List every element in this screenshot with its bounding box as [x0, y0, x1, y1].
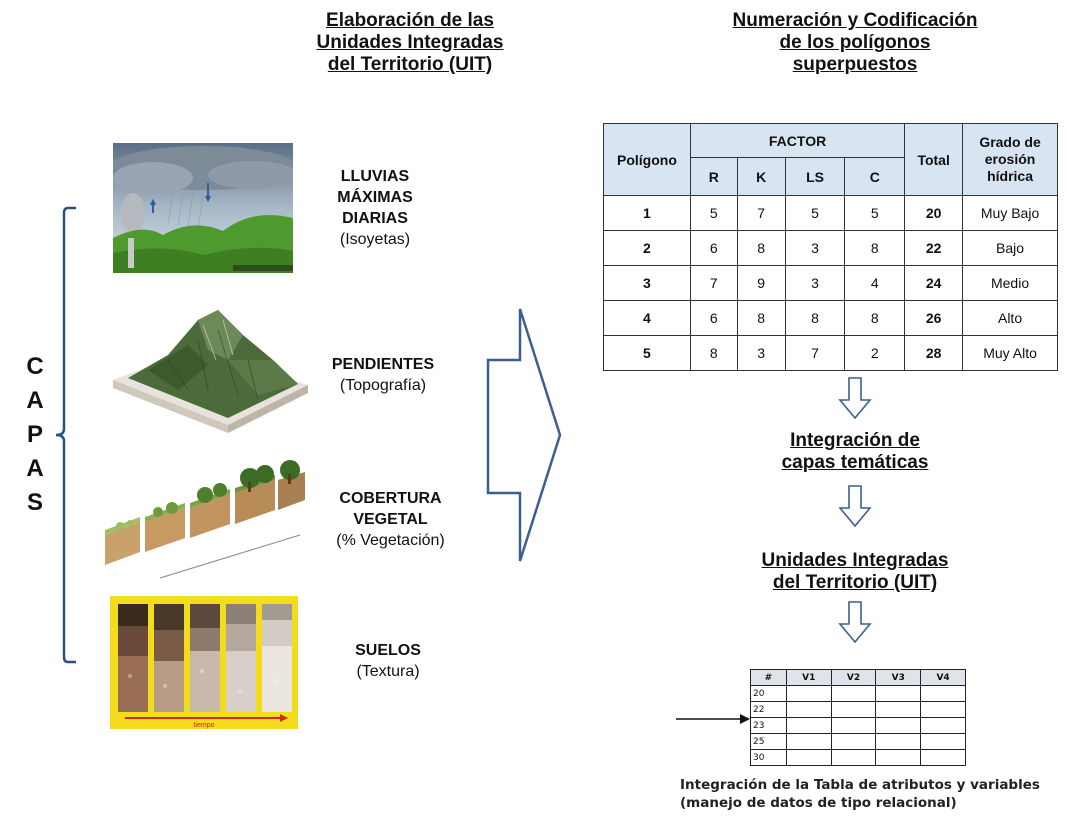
table-row: 5 8 3 7 2 28 Muy Alto — [603, 335, 1058, 371]
header-factor-ls: LS — [784, 157, 846, 196]
layer-sub: (Isoyetas) — [339, 231, 411, 248]
layer-name: LLUVIAS — [340, 168, 410, 185]
table-row: 20 — [750, 685, 966, 702]
table-row: 4 6 8 8 8 26 Alto — [603, 300, 1058, 336]
attr-header: V2 — [830, 669, 877, 686]
table-row: 30 — [750, 749, 966, 766]
layer-sub: (Topografía) — [339, 377, 427, 394]
header-factor: FACTOR — [689, 123, 906, 158]
attr-header: V1 — [785, 669, 832, 686]
table-row: 2 6 8 3 8 22 Bajo — [603, 230, 1058, 266]
table-row: 22 — [750, 701, 966, 718]
layer-sub: (Textura) — [356, 663, 420, 680]
down-arrow-1 — [838, 377, 872, 420]
layer-name: SUELOS — [355, 642, 421, 659]
layer-name: MÁXIMAS — [337, 189, 413, 206]
attr-header: V4 — [920, 669, 966, 686]
big-right-arrow — [486, 308, 562, 562]
table-row: 3 7 9 3 4 24 Medio — [603, 265, 1058, 301]
attribute-caption: Integración de la Tabla de atributos y v… — [680, 777, 1040, 811]
header-poligono: Polígono — [603, 123, 691, 196]
left-title: Elaboración de las Unidades Integradas d… — [316, 10, 504, 75]
header-factor-c: C — [844, 157, 906, 196]
capas-label: C A P A S — [20, 350, 50, 520]
capas-letter: S — [26, 489, 43, 516]
table-row: 23 — [750, 717, 966, 734]
header-factor-r: R — [689, 157, 738, 196]
attribute-table: # V1 V2 V3 V4 20 22 23 25 30 — [750, 669, 966, 766]
layer-slope-label: PENDIENTES (Topografía) — [318, 354, 448, 396]
down-arrow-2 — [838, 485, 872, 528]
header-factor-k: K — [736, 157, 786, 196]
capas-letter: C — [26, 353, 44, 380]
right-title: Numeración y Codificación de los polígon… — [732, 10, 978, 75]
layer-vegetation-label: COBERTURA VEGETAL (% Vegetación) — [318, 488, 463, 551]
capas-letter: P — [26, 421, 43, 448]
flow-step-uit: Unidades Integradas del Territorio (UIT) — [761, 550, 949, 593]
pointer-arrow — [676, 714, 750, 724]
rain-cycle-image — [113, 143, 293, 273]
capas-bracket — [55, 206, 76, 664]
attr-header: V3 — [875, 669, 922, 686]
table-row: 1 5 7 5 5 20 Muy Bajo — [603, 195, 1058, 231]
layer-rain-label: LLUVIAS MÁXIMAS DIARIAS (Isoyetas) — [310, 166, 440, 250]
flow-step-integracion: Integración de capas temáticas — [781, 430, 929, 473]
layer-sub: (% Vegetación) — [336, 532, 445, 549]
header-grado: Grado de erosión hídrica — [962, 123, 1058, 196]
layer-name: PENDIENTES — [331, 356, 435, 373]
soil-time-label: tiempo — [193, 722, 214, 729]
table-row: 25 — [750, 733, 966, 750]
attr-header: # — [750, 669, 787, 686]
layer-name: COBERTURA — [339, 490, 442, 507]
layer-name: DIARIAS — [342, 210, 408, 227]
layer-soil-label: SUELOS (Textura) — [318, 640, 458, 682]
layer-name: VEGETAL — [353, 511, 428, 528]
terrain-block-image — [108, 300, 313, 440]
factor-table: Polígono FACTOR Total Grado de erosión h… — [603, 123, 1058, 371]
capas-letter: A — [26, 455, 44, 482]
down-arrow-3 — [838, 601, 872, 644]
capas-letter: A — [26, 387, 44, 414]
header-total: Total — [904, 123, 964, 196]
vegetation-succession-image — [100, 460, 310, 585]
soil-profile-image: tiempo — [110, 596, 298, 729]
